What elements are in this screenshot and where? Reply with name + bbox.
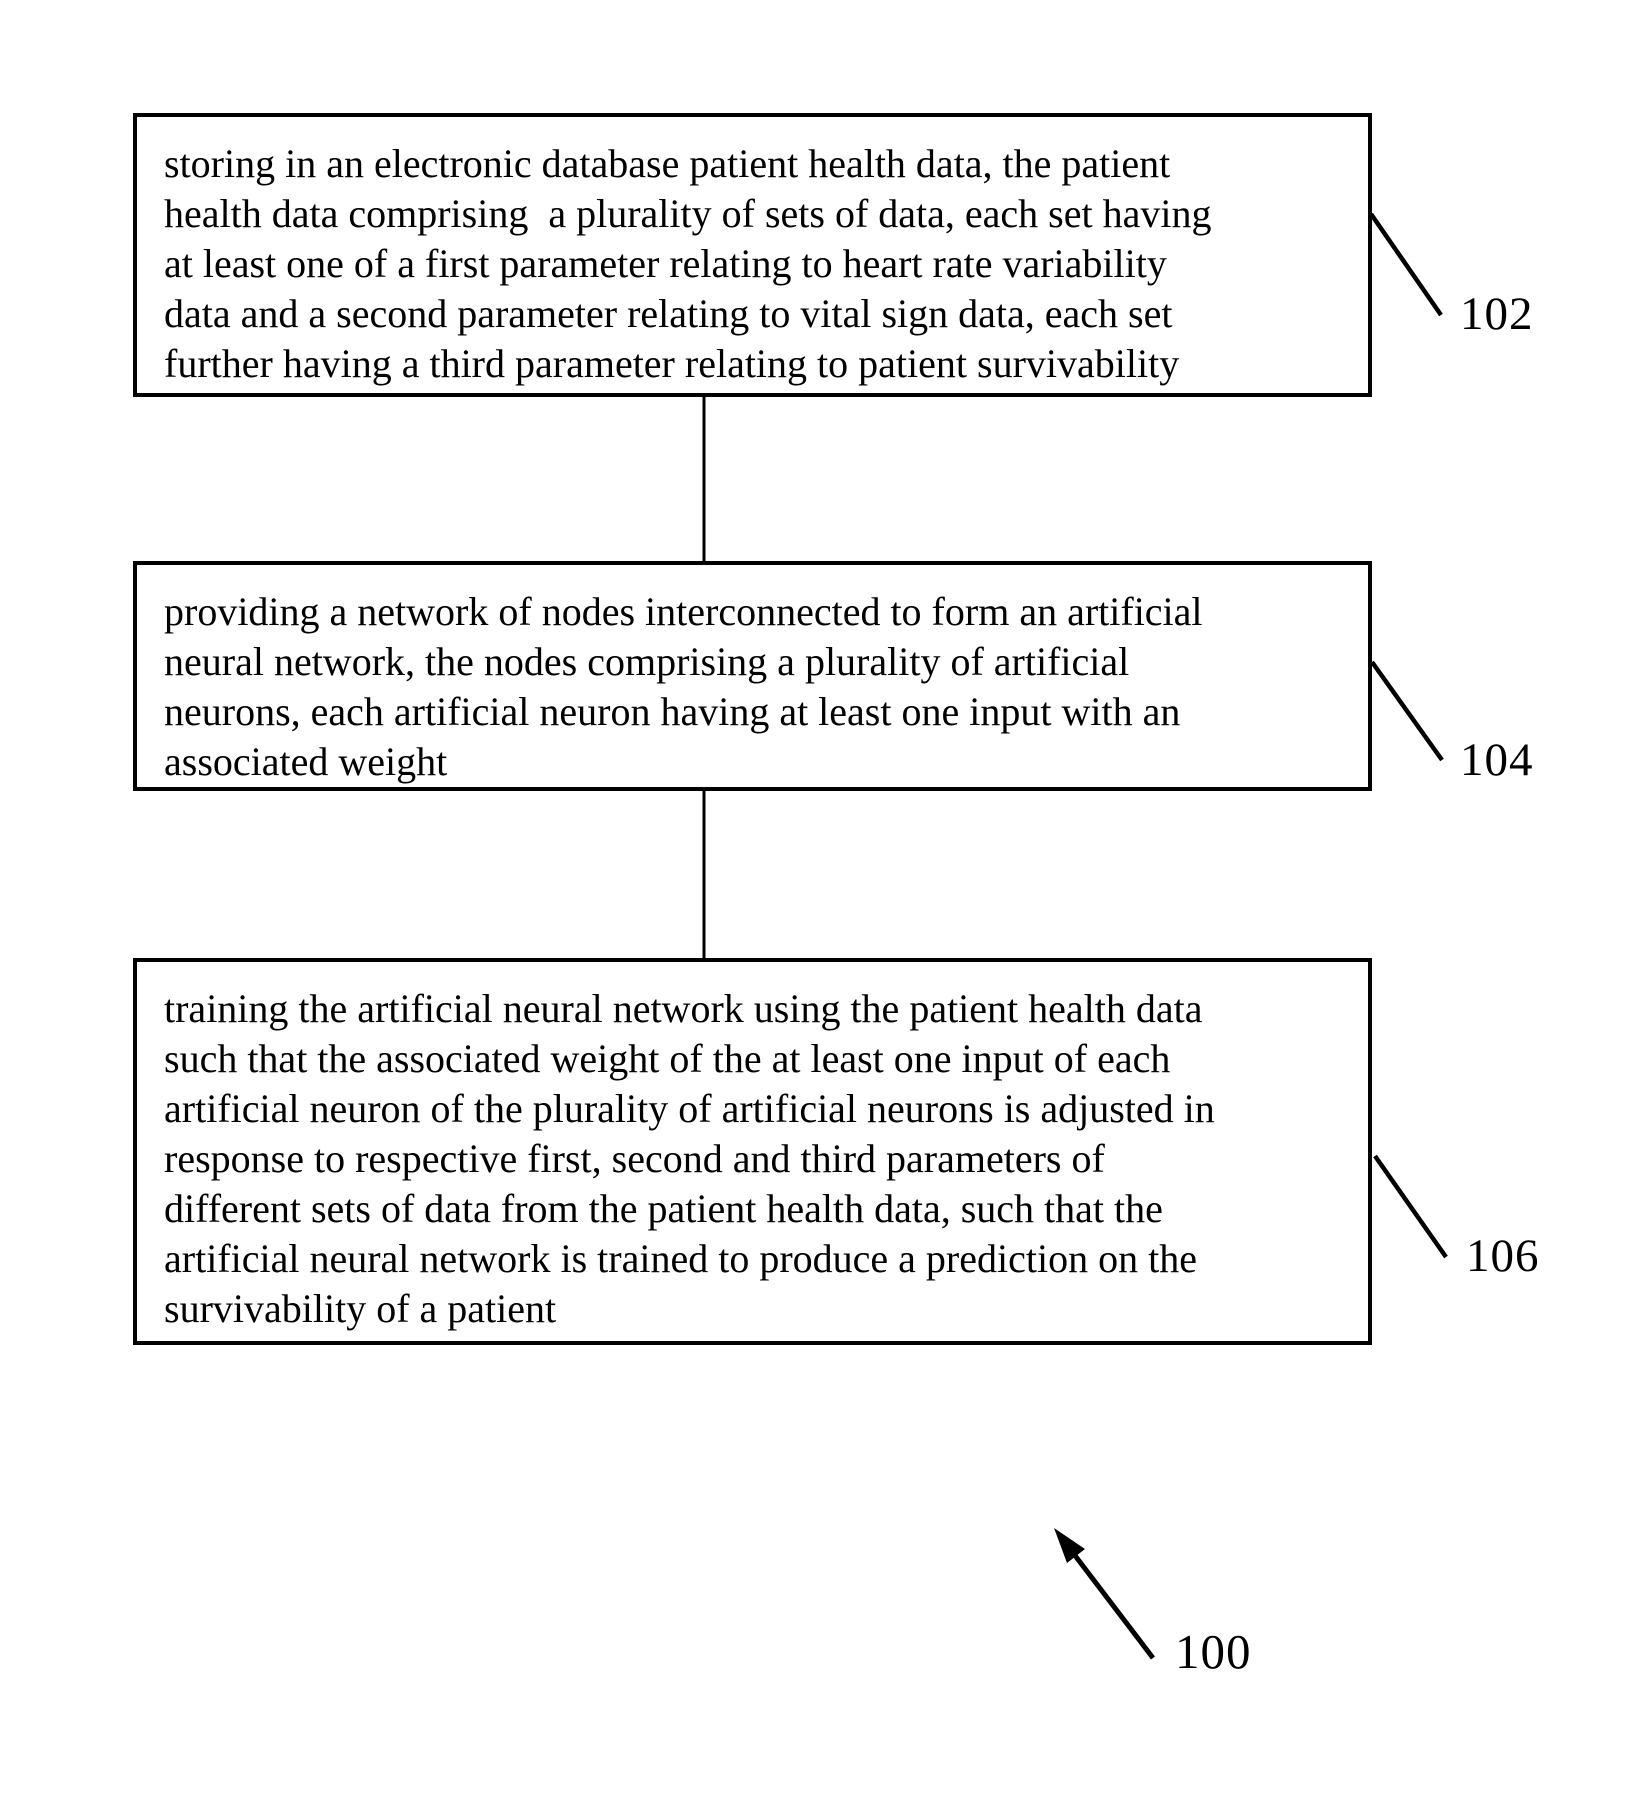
step-text-line: artificial neural network is trained to … bbox=[164, 1236, 1197, 1281]
reference-label-102: 102 bbox=[1460, 288, 1534, 340]
arrow-head-icon bbox=[1054, 1528, 1085, 1563]
reference-label-106: 106 bbox=[1466, 1230, 1540, 1282]
step-text-line: neural network, the nodes comprising a p… bbox=[164, 639, 1130, 684]
reference-label-104: 104 bbox=[1460, 734, 1534, 786]
step-text-line: neurons, each artificial neuron having a… bbox=[164, 689, 1181, 734]
step-text-line: further having a third parameter relatin… bbox=[164, 341, 1180, 386]
flowchart-step-training-network: training the artificial neural network u… bbox=[133, 958, 1372, 1345]
leader-line-104 bbox=[1370, 660, 1444, 762]
leader-line-102 bbox=[1369, 212, 1443, 317]
step-text-line: survivability of a patient bbox=[164, 1286, 557, 1331]
step-text-line: artificial neuron of the plurality of ar… bbox=[164, 1086, 1215, 1131]
step-text-line: at least one of a first parameter relati… bbox=[164, 241, 1167, 286]
step-text-line: associated weight bbox=[164, 739, 448, 784]
reference-arrow bbox=[1054, 1528, 1155, 1660]
step-text-line: response to respective first, second and… bbox=[164, 1136, 1105, 1181]
flowchart-step-storing-data: storing in an electronic database patien… bbox=[133, 113, 1372, 397]
flowchart-step-providing-network: providing a network of nodes interconnec… bbox=[133, 561, 1372, 791]
step-text-line: different sets of data from the patient … bbox=[164, 1186, 1163, 1231]
step-text-line: storing in an electronic database patien… bbox=[164, 141, 1171, 186]
step-text-line: training the artificial neural network u… bbox=[164, 986, 1203, 1031]
step-text-line: data and a second parameter relating to … bbox=[164, 291, 1173, 336]
step-text-line: such that the associated weight of the a… bbox=[164, 1036, 1171, 1081]
step-text-line: providing a network of nodes interconnec… bbox=[164, 589, 1203, 634]
arrow-shaft bbox=[1065, 1543, 1155, 1660]
leader-line-106 bbox=[1373, 1154, 1448, 1259]
figure-reference-label-100: 100 bbox=[1175, 1624, 1252, 1679]
step-text-line: health data comprising a plurality of se… bbox=[164, 191, 1212, 236]
